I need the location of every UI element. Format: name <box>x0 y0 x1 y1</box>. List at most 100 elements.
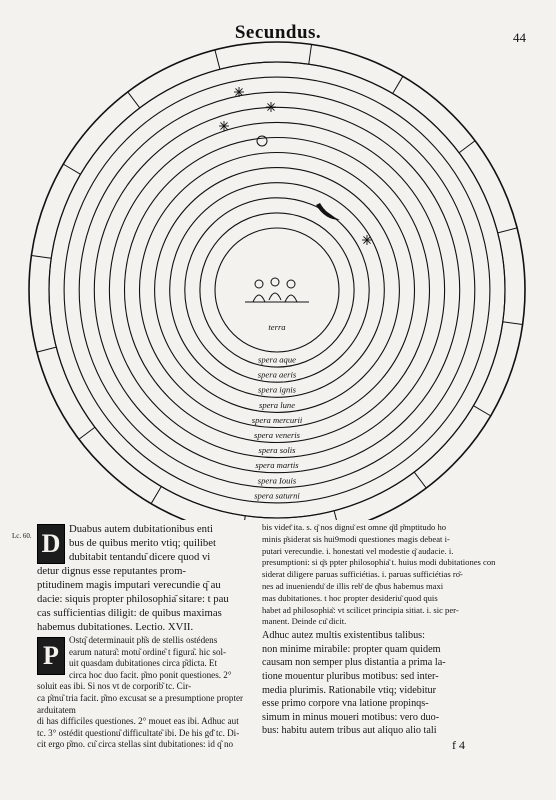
sphere-ring <box>154 167 400 413</box>
text-line: circa hoc duo facit. p͂mo ponit question… <box>69 669 232 680</box>
sun-icon <box>256 135 268 147</box>
star-icon <box>362 235 372 245</box>
figure-body <box>268 292 282 301</box>
sphere-ring <box>93 106 461 474</box>
sphere-ring <box>214 227 340 353</box>
text-line: putari verecundie. i. honestati vel mode… <box>262 545 454 556</box>
sphere-label: spera aque <box>258 355 296 365</box>
text-line: ca p͂mu͂ tria facit. p͂mo excusat se a p… <box>37 692 244 715</box>
text-line: cas sufficientias diligit: de quibus max… <box>37 607 222 619</box>
figure-head <box>254 279 264 289</box>
sphere-label: spera Iouis <box>258 475 297 485</box>
band-divider <box>308 44 313 65</box>
band-divider <box>214 49 221 70</box>
sphere-label: spera martis <box>255 460 299 470</box>
text-line: manent. Deinde cu͂ dicit. <box>262 616 347 627</box>
sphere-label: spera ignis <box>258 385 297 395</box>
star-icon <box>266 102 276 112</box>
text-line: bus: habitu autem tribus aut aliquo alio… <box>262 725 437 737</box>
band-divider <box>413 471 427 489</box>
figure-body <box>284 294 298 303</box>
sphere-ring <box>138 151 416 429</box>
cosmological-diagram: terra spera aque spera aeris spera ignis spe… <box>28 41 526 520</box>
text-line: media plurimis. Rationabile vtiq; videbi… <box>262 684 437 696</box>
decorated-initial-d: D <box>37 524 65 564</box>
sphere-label: spera mercurii <box>252 415 303 425</box>
star-ray <box>267 103 275 111</box>
band-divider <box>31 254 52 259</box>
text-line: nes ad inueniendu͂ de illis reb͂ de q͂bu… <box>262 580 444 591</box>
running-title: Secundus. <box>234 22 322 43</box>
aristotle-text-lines-2: Adhuc autez multis existentibus talibus:… <box>262 630 446 736</box>
diagram-ornaments <box>219 87 372 303</box>
band-divider <box>473 405 491 417</box>
sphere-label: spera veneris <box>254 430 301 440</box>
text-line: bus de quibus merito vtiq; quilibet <box>69 537 216 549</box>
commentary-left-column: D Duabus autem dubitationibus enti bus de… <box>37 522 255 751</box>
band-divider <box>244 515 246 520</box>
sphere-ring <box>199 212 355 368</box>
text-line: di has difficiles questiones. 2° mouet e… <box>37 716 239 727</box>
text-line: tc. 3° ostédit questionu͂ difficultate͂ … <box>37 727 240 738</box>
text-line: earum natura͂: motu͂ ordine͂ t figura͂. … <box>69 646 227 657</box>
sphere-ring <box>48 61 506 519</box>
band-divider <box>502 321 523 326</box>
text-line: mas dubitationes. t hoc propter desideri… <box>262 592 438 603</box>
figure-body <box>252 294 266 303</box>
band-divider <box>150 486 162 504</box>
commentary-continuation-lines: bis videt͂ ita. s. q͂ nos dignu͂ est omn… <box>262 522 495 626</box>
sphere-ring <box>169 182 385 398</box>
text-line: dubitabit tentandu͂ dicere quod vi <box>69 551 211 563</box>
text-line: habemus dubitationes. Lectio. XVII. <box>37 621 194 633</box>
text-line: minis p͂siderat sis hui9modi questiones … <box>262 533 450 544</box>
sphere-label: spera aeris <box>258 370 297 380</box>
commentary-right-column: bis videt͂ ita. s. q͂ nos dignu͂ est omn… <box>262 522 527 738</box>
text-line: presumptioni: si q͂s ppter philosophia͂ … <box>262 557 496 568</box>
decorated-initial-p: P <box>37 637 65 675</box>
figure-head <box>286 279 296 289</box>
text-line: tione mouentur pluribus motibus: sed int… <box>262 670 439 682</box>
sphere-label: spera saturni <box>254 490 300 500</box>
band-divider <box>392 76 404 94</box>
earth-figures <box>245 277 309 303</box>
sphere-label: spera lune <box>259 400 295 410</box>
text-line: Adhuc autez multis existentibus talibus: <box>262 630 425 642</box>
text-line: non minime mirabile: propter quam quidem <box>262 643 441 655</box>
text-line: uit quasdam dubitationes circa p͂dicta. … <box>69 658 217 669</box>
signature-mark: f 4 <box>452 738 465 752</box>
sphere-labels: terra spera aque spera aeris spera ignis spe… <box>252 322 303 500</box>
band-divider <box>78 426 96 440</box>
text-line: ptitudinem magis imputari verecundie q͂ … <box>37 579 221 591</box>
star-icon <box>219 121 229 131</box>
text-line: siderat diligere paruas sufficiétias. i.… <box>262 569 463 580</box>
band-divider <box>127 91 141 109</box>
sphere-ring <box>78 91 476 489</box>
text-line: simum in minus moueri motibus: vero duo- <box>262 711 440 723</box>
text-line: Ostq͂ determinauit ph͂s de stellis ostéd… <box>69 635 218 645</box>
sphere-label: spera solis <box>258 445 296 455</box>
text-line: Duabus autem dubitationibus enti <box>69 523 213 535</box>
text-line: habet ad philosophia͂: vt scilicet princ… <box>262 604 459 615</box>
text-line: soluit eas ibi. Si nos vt de corporib͂ t… <box>37 681 192 692</box>
text-line: esse primo corpore vna latione propinqs- <box>262 698 429 710</box>
sphere-ring <box>63 76 491 504</box>
sphere-label: terra <box>268 322 285 332</box>
moon-icon <box>316 203 340 220</box>
commentary-text-lines: Ostq͂ determinauit ph͂s de stellis ostéd… <box>37 635 243 749</box>
concentric-spheres <box>28 41 526 520</box>
band-divider <box>458 140 476 154</box>
star-ray <box>235 88 243 96</box>
text-line: causam non semper plus distantia a prima… <box>262 657 446 669</box>
folio-number: 44 <box>513 30 526 45</box>
marginal-note: Lc. 60. <box>12 532 32 540</box>
sphere-ring <box>123 136 431 444</box>
band-divider <box>36 346 57 353</box>
band-divider <box>497 227 518 234</box>
text-line: detur dignus esse reputantes prom- <box>37 565 186 577</box>
band-divider <box>63 163 81 175</box>
star-icon <box>234 87 244 97</box>
outer-circle <box>28 41 526 520</box>
sphere-ring <box>108 121 446 459</box>
band-divider <box>333 510 337 520</box>
